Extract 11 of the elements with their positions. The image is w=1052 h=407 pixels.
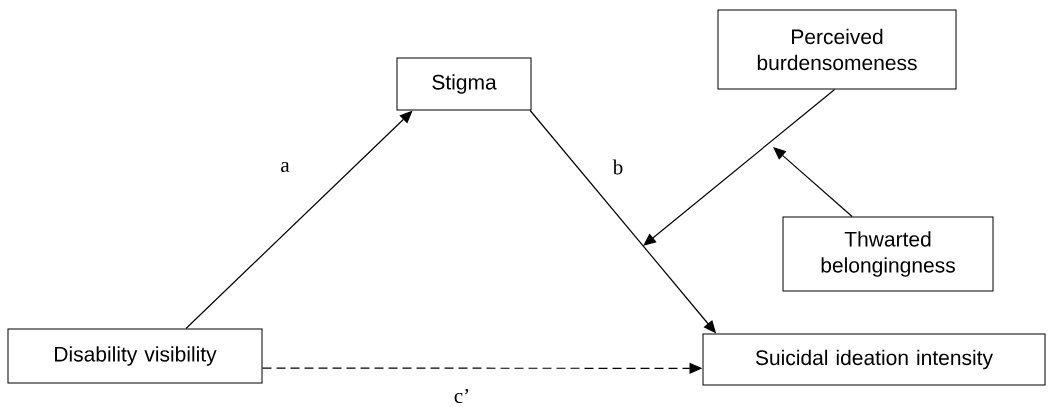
text-box: Thwarted belongingness xyxy=(782,216,994,292)
arrow xyxy=(773,147,853,218)
text-box: Perceived burdensomeness xyxy=(717,9,957,90)
text-box: Suicidal ideation intensity xyxy=(702,333,1046,386)
edge-label: a xyxy=(279,160,291,174)
edge-label: b xyxy=(611,158,625,176)
edge-label: c’ xyxy=(452,387,472,405)
text-box: Stigma xyxy=(396,57,532,111)
arrow xyxy=(185,110,413,330)
text-box: Disability visibility xyxy=(7,328,263,384)
arrow xyxy=(643,88,836,246)
